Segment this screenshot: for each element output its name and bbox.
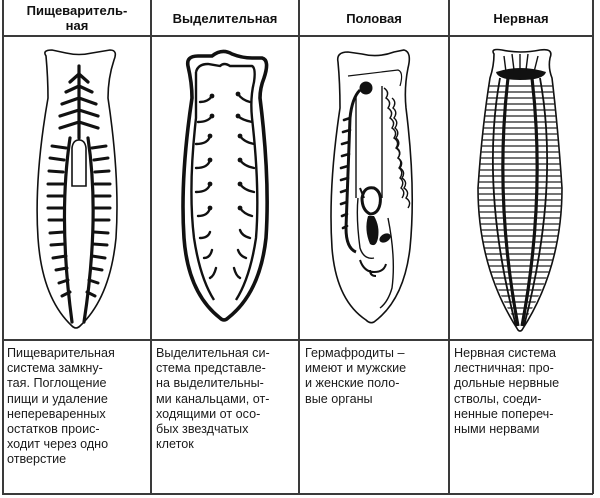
excretory-system-illustration bbox=[152, 38, 298, 340]
planarian-nervous-icon bbox=[477, 48, 563, 332]
description-line: стема представле- bbox=[156, 361, 266, 376]
header-digestive-line1: Пищеваритель- bbox=[26, 3, 128, 18]
description-line: лестничная: про- bbox=[454, 361, 554, 376]
description-line: система замкну- bbox=[7, 361, 103, 376]
description-line: пищи и удаление bbox=[7, 391, 108, 406]
description-line: Пищеварительная bbox=[7, 346, 115, 360]
grid-line-bottom bbox=[2, 493, 593, 495]
header-reproductive-label: Половая bbox=[346, 10, 402, 26]
header-excretory: Выделительная bbox=[152, 0, 298, 36]
description-line: ми канальцами, от- bbox=[156, 391, 270, 406]
header-reproductive: Половая bbox=[300, 0, 448, 36]
header-digestive: Пищеваритель- ная bbox=[4, 0, 150, 36]
header-nervous-label: Нервная bbox=[493, 10, 549, 26]
description-line: на выделительны- bbox=[156, 376, 264, 391]
header-excretory-label: Выделительная bbox=[172, 10, 278, 26]
description-line: Выделительная си- bbox=[156, 346, 270, 360]
planarian-excretory-icon bbox=[181, 49, 269, 322]
description-line: ходящими от осо- bbox=[156, 406, 261, 421]
grid-line-images bbox=[2, 339, 593, 341]
header-digestive-line2: ная bbox=[65, 18, 89, 33]
grid-line-right bbox=[592, 0, 594, 494]
description-line: ными нервами bbox=[454, 422, 540, 437]
description-line: отверстие bbox=[7, 452, 67, 467]
grid-line-col3 bbox=[448, 0, 450, 494]
description-line: дольные нервные bbox=[454, 376, 560, 391]
planarian-reproductive-icon bbox=[330, 49, 414, 324]
description-line: клеток bbox=[156, 437, 194, 452]
description-nervous: Нервная система лестничная: про- дольные… bbox=[454, 346, 592, 437]
description-line: ненные попереч- bbox=[454, 406, 554, 421]
planarian-digestive-icon bbox=[36, 49, 118, 329]
grid-line-header bbox=[2, 35, 593, 37]
description-line: вые органы bbox=[305, 391, 373, 406]
grid-line-col1 bbox=[150, 0, 152, 494]
description-line: остатков проис- bbox=[7, 422, 100, 437]
reproductive-system-illustration bbox=[300, 38, 448, 340]
nervous-system-illustration bbox=[450, 38, 592, 340]
description-line: Нервная система bbox=[454, 346, 556, 360]
description-line: ходит через одно bbox=[7, 437, 109, 452]
description-line: стволы, соеди- bbox=[454, 391, 542, 406]
grid-line-col2 bbox=[298, 0, 300, 494]
grid-line-left bbox=[2, 0, 4, 494]
digestive-system-illustration bbox=[4, 38, 150, 340]
header-nervous: Нервная bbox=[450, 0, 592, 36]
description-line: непереваренных bbox=[7, 406, 106, 421]
description-line: бых звездчатых bbox=[156, 422, 249, 437]
description-excretory: Выделительная си- стема представле- на в… bbox=[156, 346, 298, 452]
description-line: и женские поло- bbox=[305, 376, 400, 391]
description-line: Гермафродиты – bbox=[305, 346, 405, 360]
description-digestive: Пищеварительная система замкну- тая. Пог… bbox=[7, 346, 149, 468]
description-line: тая. Поглощение bbox=[7, 376, 107, 391]
description-line: имеют и мужские bbox=[305, 361, 407, 376]
description-reproductive: Гермафродиты – имеют и мужские и женские… bbox=[305, 346, 447, 407]
